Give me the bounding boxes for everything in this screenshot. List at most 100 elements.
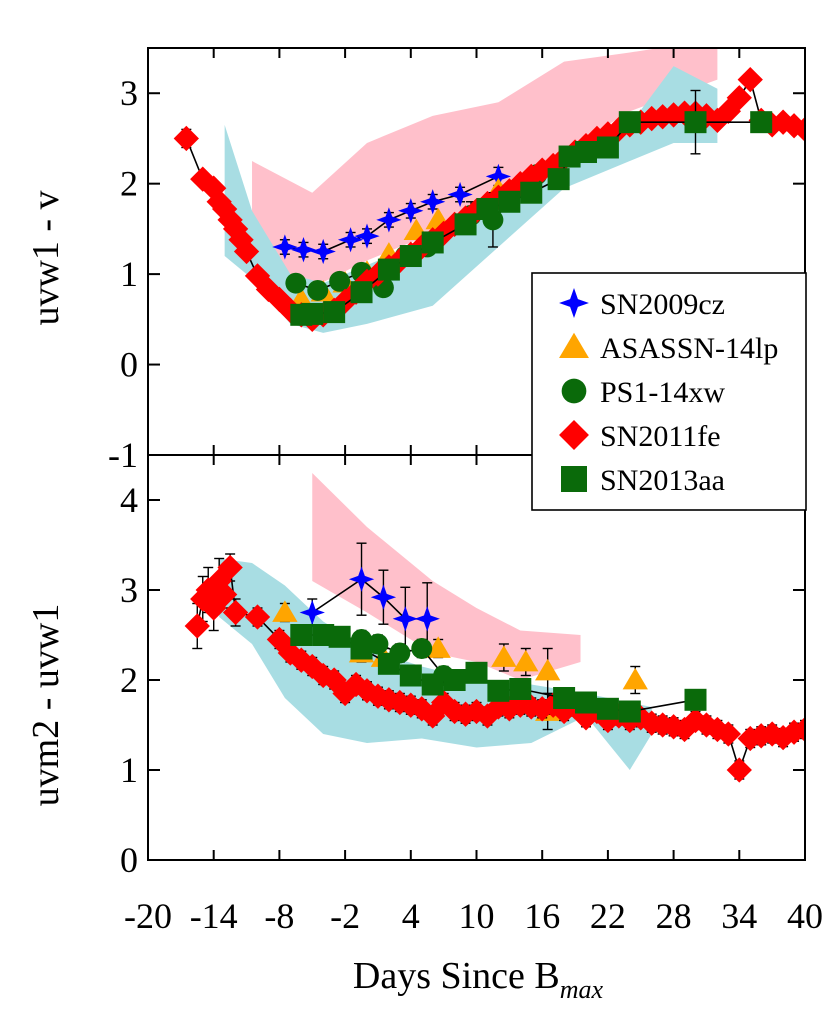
panel-0-series-SN2009cz xyxy=(272,163,512,265)
panel-0-point-SN2009cz-0 xyxy=(272,234,298,260)
panel-0-point-SN2011fe-59 xyxy=(792,116,805,143)
panel-1-point-SN2013aa-0 xyxy=(290,624,313,646)
panel-1-series-SN2009cz xyxy=(299,542,440,656)
panel-1-point-SN2011fe-27 xyxy=(463,698,490,725)
panel-1-point-SN2013aa-11 xyxy=(553,687,576,709)
panel-1-point-SN2013aa-10 xyxy=(509,678,532,700)
panel-1-ytick-label-1: 1 xyxy=(120,750,138,790)
panel-1-point-SN2013aa-2 xyxy=(328,625,351,648)
panel-0-point-SN2009cz-5 xyxy=(376,207,402,233)
panel-1-point-SN2013aa-12 xyxy=(575,691,597,714)
panel-1-point-SN2013aa-3 xyxy=(350,637,373,660)
panel-1-point-SN2013aa-6 xyxy=(421,673,444,696)
panel-1-band-0 xyxy=(312,473,581,680)
panel-1-point-SN2011fe-57 xyxy=(792,716,805,743)
panel-0-point-SN2013aa-15 xyxy=(618,111,641,134)
panel-0-point-SN2011fe-0 xyxy=(173,125,199,152)
panel-0-point-PS1-14xw-2 xyxy=(329,270,351,292)
panel-1-point-ASASSN-14lp-5 xyxy=(513,649,539,672)
panel-1-point-ASASSN-14lp-3 xyxy=(425,636,451,658)
panel-1-point-ASASSN-14lp-8 xyxy=(622,667,648,690)
panel-0-point-SN2013aa-4 xyxy=(377,258,400,281)
panel-0-point-SN2011fe-6 xyxy=(222,216,249,242)
legend-label-SN2009cz: SN2009cz xyxy=(600,288,725,321)
panel-0-point-SN2009cz-4 xyxy=(354,223,380,249)
panel-0-point-SN2011fe-4 xyxy=(212,196,238,222)
x-tick-label-3: -2 xyxy=(330,896,360,936)
panel-1-point-SN2013aa-7 xyxy=(443,669,466,691)
panel-1-point-SN2011fe-12 xyxy=(299,653,325,680)
panel-1-point-ASASSN-14lp-6 xyxy=(535,658,561,681)
panel-1-point-SN2009cz-1 xyxy=(348,566,375,592)
panel-0-point-SN2013aa-3 xyxy=(350,281,373,304)
panel-0-point-SN2009cz-1 xyxy=(290,237,317,263)
legend-marker-SN2009cz xyxy=(559,288,589,318)
panel-1-point-SN2011fe-6 xyxy=(217,554,243,581)
panel-1-point-PS1-14xw-1 xyxy=(367,633,389,655)
panel-0-point-SN2013aa-10 xyxy=(520,181,543,204)
panel-1-series-SN2013aa xyxy=(290,624,707,723)
x-axis-label: Days Since Bmax xyxy=(353,955,604,1004)
panel-0-point-SN2013aa-9 xyxy=(498,190,521,213)
panel-0-point-SN2013aa-6 xyxy=(421,231,444,254)
panel-1-point-SN2011fe-22 xyxy=(409,696,435,722)
x-tick-label-6: 16 xyxy=(524,896,560,936)
panel-1-ytick-label-3: 3 xyxy=(120,570,138,610)
panel-1-point-SN2009cz-2 xyxy=(370,584,397,610)
panel-0-ytick-label-1: 0 xyxy=(120,345,138,385)
x-tick-label-5: 10 xyxy=(459,896,495,936)
panel-0-ytick-label-4: 3 xyxy=(120,73,138,113)
legend-marker-SN2011fe xyxy=(559,420,589,450)
panel-0-ytick-label-2: 1 xyxy=(120,254,138,294)
panel-0-point-SN2013aa-1 xyxy=(301,302,324,325)
panel-0-point-SN2011fe-53 xyxy=(726,85,752,111)
x-axis-label-main: Days Since B xyxy=(353,955,560,997)
panel-0-point-SN2011fe-1 xyxy=(190,166,216,192)
panel-0-band-1 xyxy=(224,66,718,333)
panel-1-point-SN2011fe-50 xyxy=(715,721,741,747)
panel-0-series-SN2013aa xyxy=(290,89,773,326)
legend-label-ASASSN-14lp: ASASSN-14lp xyxy=(600,332,778,365)
panel-1-point-PS1-14xw-3 xyxy=(411,638,433,659)
panel-0-point-SN2009cz-6 xyxy=(398,198,424,224)
panel-0-point-SN2013aa-14 xyxy=(596,136,619,159)
panel-0-point-SN2013aa-7 xyxy=(454,213,477,236)
bottom-panel: 0 1 2 3 4 xyxy=(120,454,806,880)
panel-0-point-SN2013aa-5 xyxy=(399,245,422,268)
panel-0-point-SN2013aa-8 xyxy=(476,197,499,220)
legend-marker-SN2013aa xyxy=(561,466,587,492)
panel-1-ytick-label-2: 2 xyxy=(120,660,138,700)
x-tick-label-2: -8 xyxy=(264,896,294,936)
panel-1-point-SN2011fe-0 xyxy=(184,613,210,639)
panel-1-ytick-label-4: 4 xyxy=(120,480,138,520)
panel-0-ytick-label-0: -1 xyxy=(108,435,138,475)
x-axis-label-subscript: max xyxy=(560,975,604,1004)
panel-0-point-SN2013aa-13 xyxy=(575,141,597,164)
x-tick-label-8: 28 xyxy=(656,896,692,936)
panel-1-point-SN2011fe-8 xyxy=(244,604,271,630)
panel-0-point-SN2011fe-54 xyxy=(737,67,763,93)
panel-1-point-SN2009cz-4 xyxy=(414,606,440,632)
panel-1-point-SN2013aa-5 xyxy=(399,664,422,687)
panel-1-point-SN2011fe-51 xyxy=(726,757,752,783)
x-tick-label-9: 34 xyxy=(721,896,757,936)
panel-0-point-SN2011fe-2 xyxy=(201,175,227,201)
panel-0-point-SN2009cz-8 xyxy=(447,181,473,208)
panel-1-point-SN2013aa-15 xyxy=(684,688,707,711)
x-tick-label-4: 4 xyxy=(402,896,420,936)
panel-0-point-SN2013aa-16 xyxy=(684,111,707,134)
panel-0-point-PS1-14xw-0 xyxy=(285,272,307,294)
panel-1-point-SN2013aa-8 xyxy=(465,661,488,684)
legend-label-SN2013aa: SN2013aa xyxy=(600,464,725,497)
panel-0-point-SN2013aa-2 xyxy=(323,301,346,324)
panel-1-point-SN2011fe-17 xyxy=(354,678,380,704)
panel-1-point-ASASSN-14lp-0 xyxy=(272,600,298,622)
panel-1-point-SN2011fe-5 xyxy=(212,581,238,608)
panel-1-point-ASASSN-14lp-4 xyxy=(491,645,517,667)
legend: SN2009czASASSN-14lpPS1-14xwSN2011feSN201… xyxy=(531,272,807,511)
panel-1-ytick-label-0: 0 xyxy=(120,840,138,880)
panel-0-point-SN2009cz-9 xyxy=(485,163,512,190)
panel-1-point-SN2009cz-0 xyxy=(299,599,325,626)
